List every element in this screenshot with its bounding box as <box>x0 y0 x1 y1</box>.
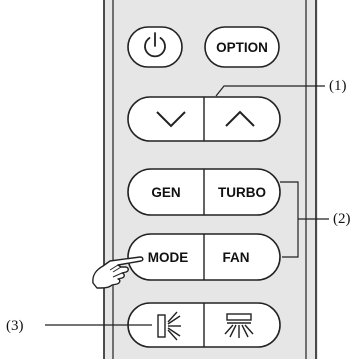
temperature-rocker <box>127 96 281 142</box>
chevron-up-icon <box>225 110 255 127</box>
swing-rocker <box>127 302 281 348</box>
callout-2: (2) <box>280 181 351 258</box>
horizontal-swing-button[interactable] <box>224 313 254 338</box>
turbo-label: TURBO <box>218 185 266 200</box>
chevron-down-icon <box>156 111 186 128</box>
pointing-hand-icon <box>92 256 144 289</box>
fan-label: FAN <box>223 250 250 265</box>
mode-fan-rocker: MODE FAN <box>127 233 281 281</box>
up-button[interactable] <box>225 110 255 127</box>
callout-3: (3) <box>6 318 152 334</box>
option-button[interactable]: OPTION <box>204 26 280 68</box>
vertical-swing-button[interactable] <box>157 311 181 341</box>
callout-1-label: (1) <box>329 78 347 94</box>
power-button[interactable] <box>127 26 183 68</box>
callout-2-label: (2) <box>333 211 351 227</box>
gen-button[interactable]: GEN <box>151 185 180 200</box>
callout-3-label: (3) <box>6 318 24 334</box>
vertical-swing-icon <box>157 311 181 341</box>
gen-turbo-rocker: GEN TURBO <box>127 168 281 216</box>
horizontal-swing-icon <box>224 313 254 338</box>
callout-1: (1) <box>215 78 347 97</box>
turbo-button[interactable]: TURBO <box>218 185 266 200</box>
mode-button[interactable]: MODE <box>148 250 189 265</box>
gen-label: GEN <box>151 185 180 200</box>
power-icon <box>144 32 166 58</box>
mode-label: MODE <box>148 250 189 265</box>
down-button[interactable] <box>156 111 186 128</box>
fan-button[interactable]: FAN <box>223 250 250 265</box>
option-label: OPTION <box>216 40 268 55</box>
